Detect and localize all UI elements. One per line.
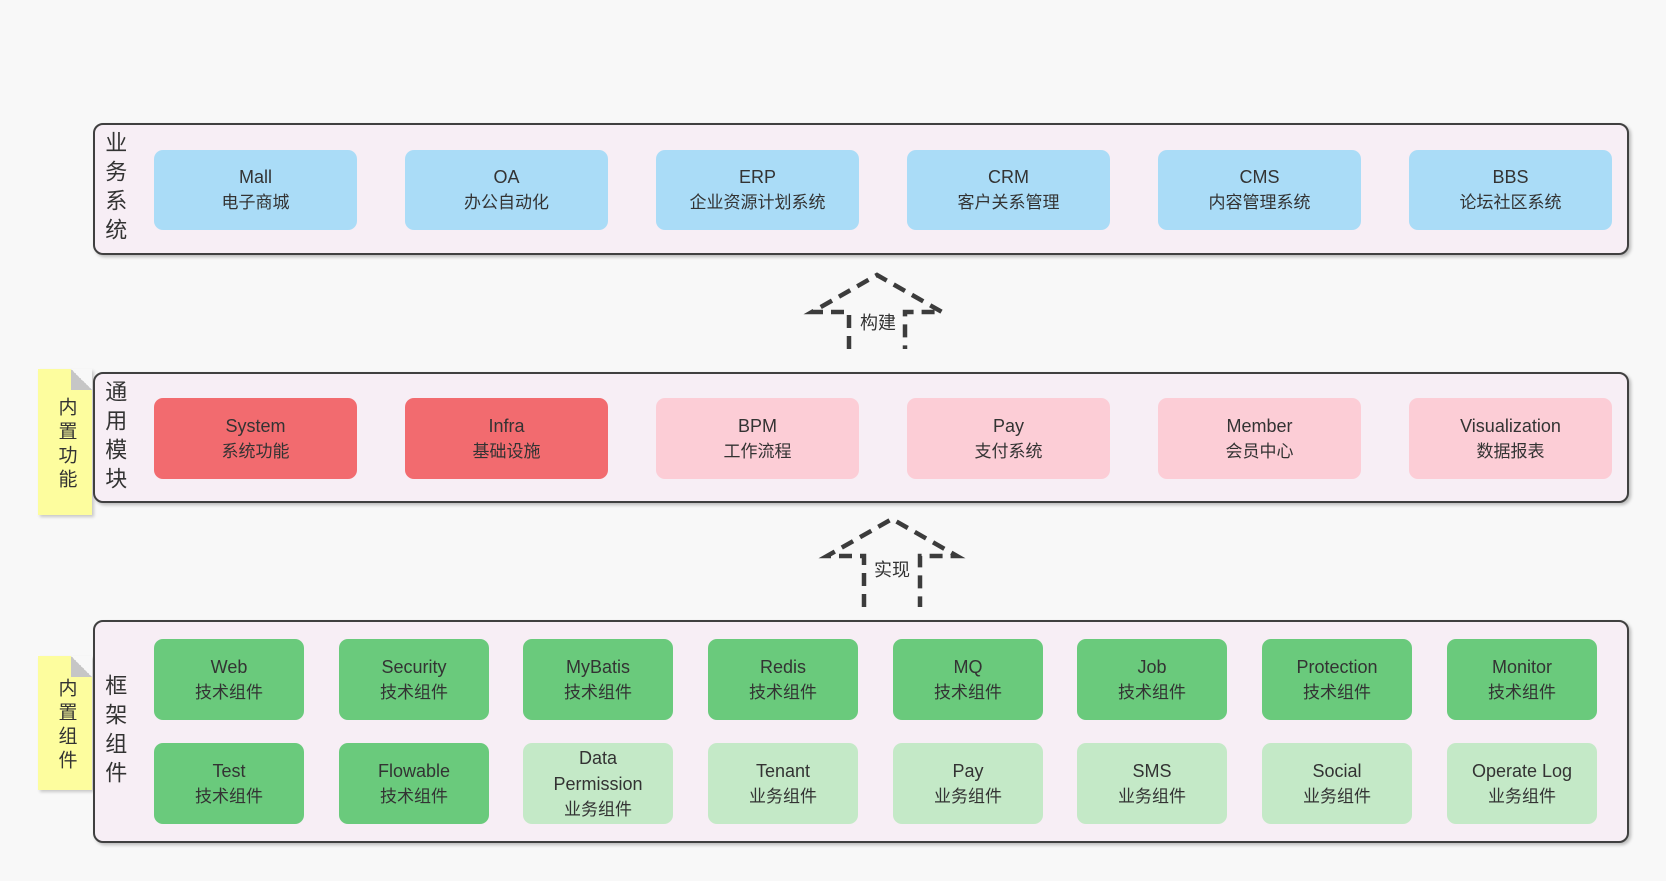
node-name-zh: 业务组件 <box>1488 786 1556 806</box>
node-name-en: CRM <box>988 167 1029 187</box>
node-erp: ERP 企业资源计划系统 <box>656 150 859 230</box>
node-visualization: Visualization 数据报表 <box>1409 398 1612 479</box>
node-name-en: Mall <box>238 167 272 187</box>
node-name-zh: 技术组件 <box>195 786 263 806</box>
folded-corner-icon <box>71 656 92 677</box>
node-name-zh: 企业资源计划系统 <box>689 193 826 212</box>
common-modules-label: 通用模块 <box>102 379 128 496</box>
node-name-zh: 系统功能 <box>221 441 290 461</box>
node-name-zh: 技术组件 <box>564 682 632 702</box>
node-name-zh: 支付系统 <box>974 441 1043 461</box>
node-name-en: MQ <box>953 656 983 677</box>
node-name-zh: 电子商城 <box>221 193 290 212</box>
node-name-en: Pay <box>952 760 984 781</box>
sticky-note-built-in-components: 内置组件 <box>38 656 92 790</box>
node-member: Member 会员中心 <box>1158 398 1361 479</box>
node-name-en: Monitor <box>1491 656 1553 677</box>
node-name-zh: 技术组件 <box>934 682 1002 702</box>
node-name-en: System <box>225 415 286 436</box>
node-name-zh: 业务组件 <box>1303 786 1371 806</box>
node-name-zh: 技术组件 <box>749 682 817 702</box>
node-name-zh: 业务组件 <box>1118 786 1186 806</box>
node-name-en: Infra <box>488 415 525 436</box>
node-name-zh: 会员中心 <box>1225 441 1294 461</box>
node-bbs: BBS 论坛社区系统 <box>1409 150 1612 230</box>
node-tenant: Tenant 业务组件 <box>708 743 858 824</box>
node-test: Test 技术组件 <box>154 743 304 824</box>
node-name-en: BBS <box>1492 167 1529 187</box>
node-mq: MQ 技术组件 <box>893 639 1043 720</box>
node-name-en: Redis <box>759 656 807 677</box>
node-bpm: BPM 工作流程 <box>656 398 859 479</box>
node-name-en: Social <box>1312 760 1362 781</box>
node-name-en: Protection <box>1296 656 1378 677</box>
node-name-en: OA <box>493 167 520 187</box>
node-social: Social 业务组件 <box>1262 743 1412 824</box>
node-name-zh: 内容管理系统 <box>1208 193 1311 212</box>
node-name-en: Web <box>210 656 248 677</box>
node-name-en: Operate Log <box>1471 760 1573 781</box>
folded-corner-icon <box>71 369 92 390</box>
node-name-en: CMS <box>1239 167 1280 187</box>
node-name-zh: 办公自动化 <box>464 193 549 212</box>
node-name-en: MyBatis <box>565 656 630 677</box>
node-name-en: Security <box>381 656 447 677</box>
node-job: Job 技术组件 <box>1077 639 1227 720</box>
build-arrow-icon <box>803 272 951 349</box>
node-name-en: Visualization <box>1460 415 1561 436</box>
node-oa: OA 办公自动化 <box>405 150 608 230</box>
node-pay: Pay 支付系统 <box>907 398 1110 479</box>
node-name-zh: 数据报表 <box>1476 441 1545 461</box>
implement-arrow-icon <box>818 516 966 607</box>
node-name-zh: 技术组件 <box>380 786 448 806</box>
node-name-en: Pay <box>992 415 1025 436</box>
node-name-en: Data Permission <box>553 747 643 794</box>
node-name-zh: 技术组件 <box>380 682 448 702</box>
node-name-en: Flowable <box>377 760 451 781</box>
node-name-en: BPM <box>737 415 777 436</box>
node-name-en: ERP <box>738 167 776 187</box>
node-pay: Pay 业务组件 <box>893 743 1043 824</box>
node-name-zh: 技术组件 <box>195 682 263 702</box>
node-name-en: Member <box>1226 415 1293 436</box>
business-systems-label: 业务系统 <box>102 131 128 247</box>
node-name-en: Job <box>1137 656 1167 677</box>
node-monitor: Monitor 技术组件 <box>1447 639 1597 720</box>
node-name-zh: 业务组件 <box>934 786 1002 806</box>
node-name-zh: 基础设施 <box>472 441 541 461</box>
node-web: Web 技术组件 <box>154 639 304 720</box>
node-name-zh: 业务组件 <box>749 786 817 806</box>
sticky-note-text: 内置组件 <box>55 677 77 774</box>
node-protection: Protection 技术组件 <box>1262 639 1412 720</box>
implement-arrow-label: 实现 <box>872 558 912 582</box>
node-name-zh: 论坛社区系统 <box>1459 193 1562 212</box>
node-mybatis: MyBatis 技术组件 <box>523 639 673 720</box>
node-system: System 系统功能 <box>154 398 357 479</box>
node-name-zh: 业务组件 <box>564 799 632 819</box>
node-sms: SMS 业务组件 <box>1077 743 1227 824</box>
node-operate-log: Operate Log 业务组件 <box>1447 743 1597 824</box>
node-name-zh: 技术组件 <box>1488 682 1556 702</box>
node-security: Security 技术组件 <box>339 639 489 720</box>
node-crm: CRM 客户关系管理 <box>907 150 1110 230</box>
node-name-en: Test <box>212 760 246 781</box>
sticky-note-text: 内置功能 <box>55 396 77 493</box>
node-name-zh: 技术组件 <box>1303 682 1371 702</box>
node-infra: Infra 基础设施 <box>405 398 608 479</box>
node-name-zh: 客户关系管理 <box>957 193 1060 212</box>
node-data-permission: Data Permission 业务组件 <box>523 743 673 824</box>
node-name-en: Tenant <box>755 760 811 781</box>
sticky-note-built-in-features: 内置功能 <box>38 369 92 515</box>
build-arrow-label: 构建 <box>858 311 898 335</box>
node-mall: Mall 电子商城 <box>154 150 357 230</box>
node-flowable: Flowable 技术组件 <box>339 743 489 824</box>
node-name-zh: 技术组件 <box>1118 682 1186 702</box>
node-name-zh: 工作流程 <box>723 441 792 461</box>
framework-components-label: 框架组件 <box>102 673 128 790</box>
node-cms: CMS 内容管理系统 <box>1158 150 1361 230</box>
node-redis: Redis 技术组件 <box>708 639 858 720</box>
node-name-en: SMS <box>1132 760 1172 781</box>
